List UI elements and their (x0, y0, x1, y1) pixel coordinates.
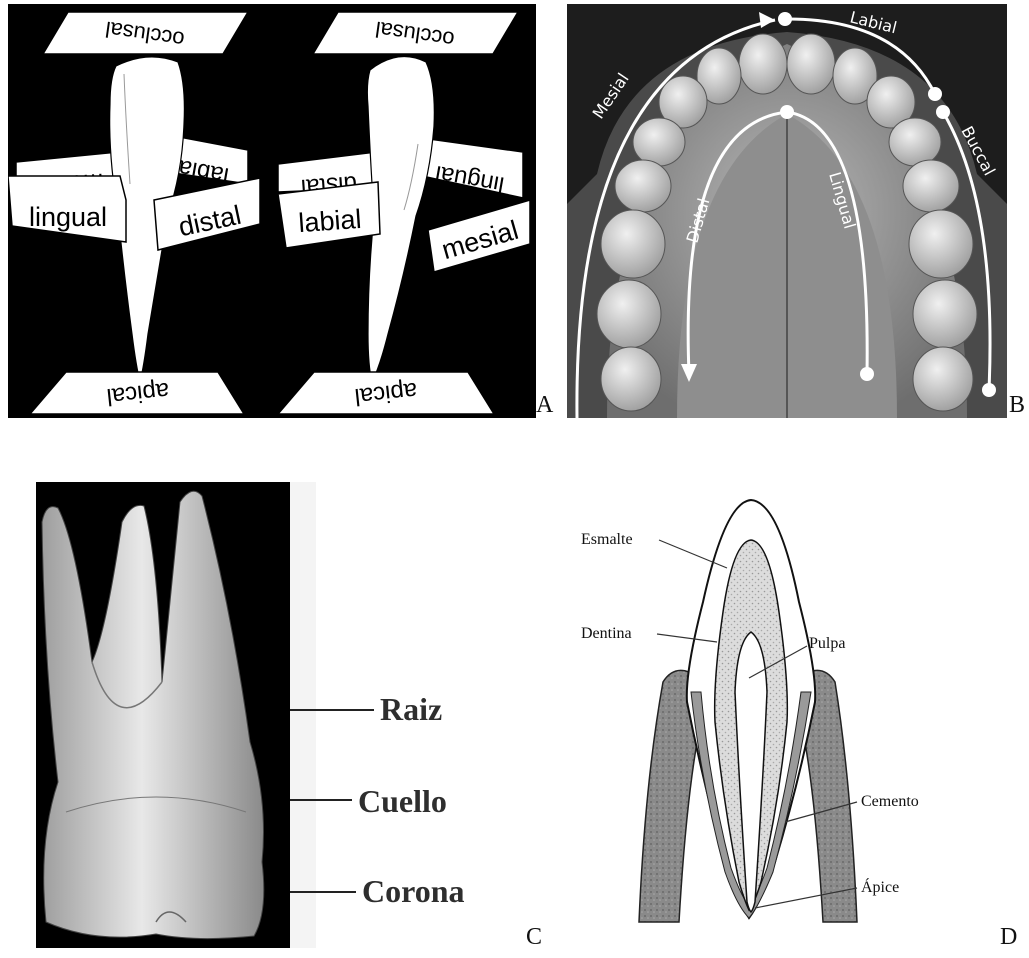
tooth-molar1-l (601, 210, 665, 278)
left-lingual-label: lingual (29, 202, 107, 232)
panel-a-tooth-surfaces: occlusal mesial labial lingual distal ap… (8, 4, 536, 418)
panel-a-diagram: occlusal mesial labial lingual distal ap… (8, 4, 536, 418)
tooth-central-incisor-l (739, 34, 787, 94)
tooth-molar3-r (913, 347, 973, 411)
left-tooth-group: occlusal mesial labial lingual distal ap… (8, 12, 260, 414)
cemento-label: Cemento (861, 793, 919, 810)
panel-c-molar-parts: Raiz Cuello Corona (36, 482, 524, 948)
panel-b-letter: B (1009, 392, 1025, 419)
tooth-premolar2-r (903, 160, 959, 212)
raiz-label: Raiz (380, 691, 442, 727)
panel-c-diagram: Raiz Cuello Corona (36, 482, 524, 948)
panel-b-diagram: Mesial Labial Buccal Distal Lingual (567, 4, 1007, 418)
panel-d-diagram: Esmalte Dentina Pulpa Cemento Ápice (553, 482, 1023, 948)
labial-dot-end (928, 87, 942, 101)
cuello-label: Cuello (358, 783, 447, 819)
panel-c-letter: C (526, 924, 542, 951)
right-tooth-group: occlusal distal lingual labial mesial ap… (278, 12, 530, 414)
panel-a-letter: A (536, 392, 553, 419)
apice-label: Ápice (861, 877, 899, 896)
right-labial-label: labial (297, 204, 362, 238)
labial-label: Labial (848, 7, 899, 37)
lingual-dot-end (860, 367, 874, 381)
corona-label: Corona (362, 873, 465, 909)
tooth-premolar1-r (889, 118, 941, 166)
panel-b-dental-arch: Mesial Labial Buccal Distal Lingual (567, 4, 1007, 418)
tooth-molar1-r (909, 210, 973, 278)
panel-d-tooth-section: Esmalte Dentina Pulpa Cemento Ápice (553, 482, 1023, 948)
buccal-dot-end (982, 383, 996, 397)
esmalte-label: Esmalte (581, 531, 633, 548)
photo-margin-strip (290, 482, 316, 948)
mesial-arrowhead (759, 12, 775, 28)
dentina-label: Dentina (581, 625, 632, 642)
tooth-molar2-l (597, 280, 661, 348)
tooth-premolar1-l (633, 118, 685, 166)
pulpa-label: Pulpa (809, 635, 845, 652)
tooth-molar3-l (601, 347, 661, 411)
tooth-molar2-r (913, 280, 977, 348)
tooth-premolar2-l (615, 160, 671, 212)
tooth-central-incisor-r (787, 34, 835, 94)
panel-d-letter: D (1000, 924, 1017, 951)
